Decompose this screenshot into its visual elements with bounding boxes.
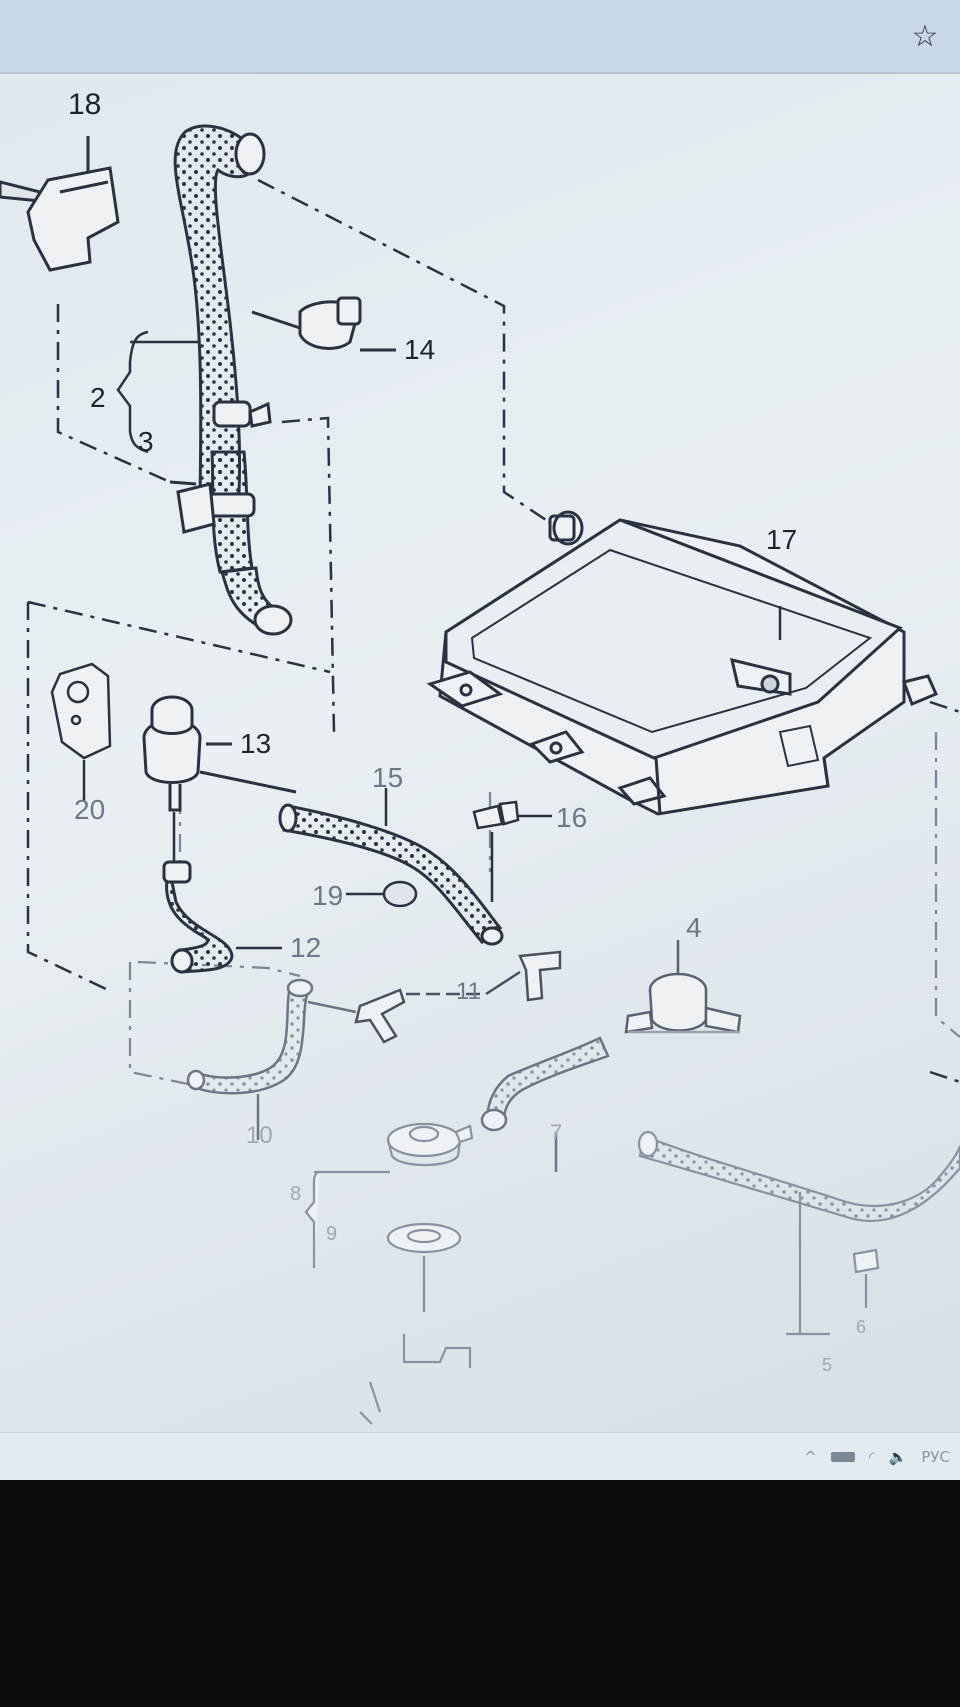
wifi-icon[interactable]: ◜ xyxy=(868,1448,875,1466)
taskbar: ^ ◜ 🔈 РУС xyxy=(0,1432,960,1480)
callout-20: 20 xyxy=(74,794,106,825)
part-13-valve xyxy=(142,695,297,812)
part-18-connector xyxy=(0,136,120,272)
part-10-hose xyxy=(186,978,357,1140)
monitor-bezel xyxy=(0,1480,960,1707)
parts-diagram: 18 14 2 3 17 13 20 15 16 19 12 4 11 10 7… xyxy=(0,72,960,1432)
callout-17: 17 xyxy=(766,524,798,555)
part-5-hose xyxy=(637,1130,960,1336)
part-2-upper-hose xyxy=(173,124,293,636)
part-3-fitting xyxy=(169,480,216,534)
language-indicator[interactable]: РУС xyxy=(921,1448,950,1466)
part-12-hose xyxy=(162,860,282,974)
parts-diagram-drawing xyxy=(0,124,960,1425)
part-14-clamp xyxy=(251,296,396,352)
chevron-up-icon[interactable]: ^ xyxy=(804,1448,817,1466)
part-7-hose xyxy=(480,1030,740,1172)
part-19-cap xyxy=(346,880,418,908)
callout-11: 11 xyxy=(456,978,481,1005)
callout-8: 8 xyxy=(290,1183,302,1205)
battery-icon[interactable] xyxy=(830,1452,855,1462)
callout-15: 15 xyxy=(372,762,404,793)
callout-10: 10 xyxy=(246,1122,273,1149)
browser-toolbar: ☆ xyxy=(0,0,960,74)
part-8-9-valve-and-seal xyxy=(304,1122,474,1425)
callout-7: 7 xyxy=(550,1120,563,1145)
part-20-plate xyxy=(50,662,112,802)
callout-4: 4 xyxy=(686,912,702,943)
volume-icon[interactable]: 🔈 xyxy=(888,1448,908,1466)
part-11-fittings xyxy=(354,950,562,1044)
part-15-hose xyxy=(278,788,504,946)
callout-18: 18 xyxy=(68,88,102,121)
callout-6: 6 xyxy=(856,1317,867,1337)
callout-3: 3 xyxy=(138,426,154,457)
callout-14: 14 xyxy=(404,334,436,365)
callout-16: 16 xyxy=(556,802,588,833)
screen: ☆ xyxy=(0,0,960,1480)
callout-19: 19 xyxy=(312,880,344,911)
assembly-guide-lines xyxy=(26,178,960,1084)
callout-13: 13 xyxy=(240,728,272,759)
star-icon[interactable]: ☆ xyxy=(911,19,939,54)
part-16-clip xyxy=(472,800,552,902)
callout-5: 5 xyxy=(822,1355,833,1375)
part-17-canister xyxy=(426,510,938,816)
part-2-bracket-lines xyxy=(116,330,200,454)
part-4-valve xyxy=(624,940,742,1034)
system-tray: ^ ◜ 🔈 РУС xyxy=(804,1441,950,1473)
callout-9: 9 xyxy=(326,1223,338,1245)
callout-12: 12 xyxy=(290,932,322,963)
callout-2: 2 xyxy=(90,382,106,413)
